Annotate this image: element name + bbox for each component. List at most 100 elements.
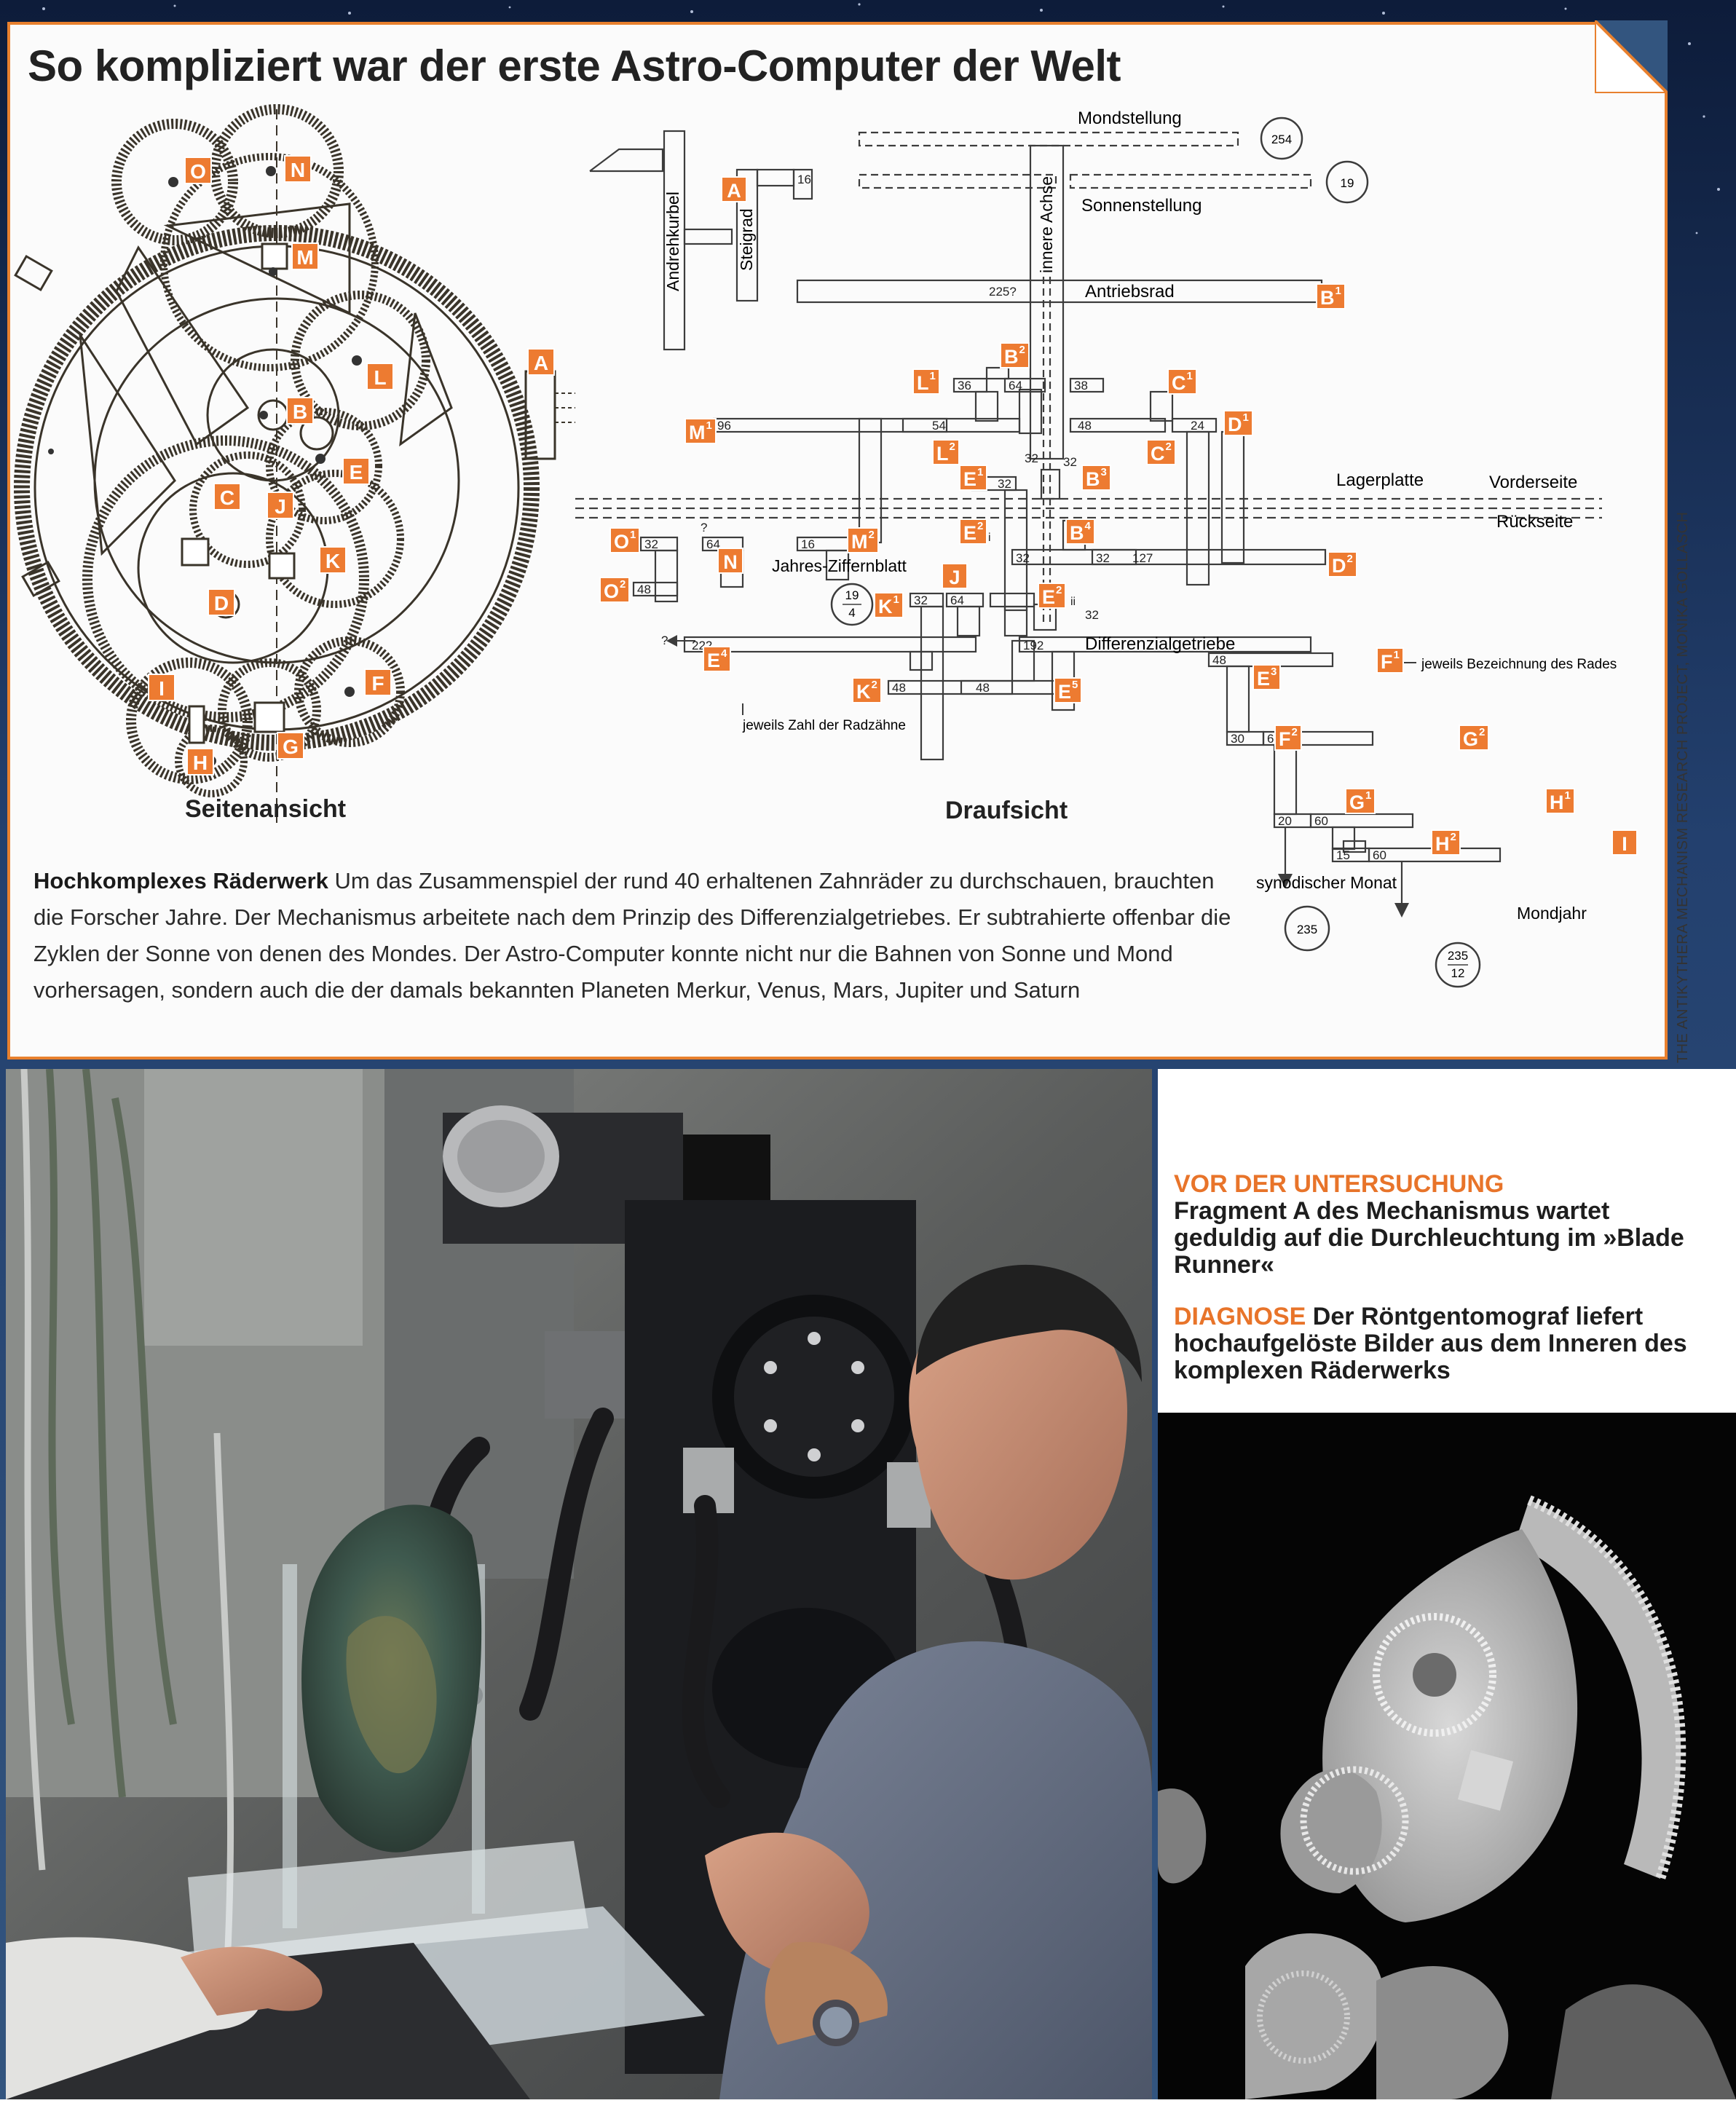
teeth-32-e2ii: 32 (1085, 608, 1099, 622)
side-view-label: Seitenansicht (185, 795, 347, 823)
gear-label-h: H (186, 748, 214, 776)
teeth-127: 127 (1132, 551, 1153, 565)
label-lagerplatte: Lagerplatte (1336, 470, 1424, 490)
gear-label-m2: M2 (847, 527, 879, 553)
diagram-caption: Hochkomplexes Räderwerk Um das Zusammens… (33, 863, 1235, 1009)
gear-label-b1: B1 (1316, 283, 1346, 309)
gear-label-m: M (291, 242, 319, 270)
dial-19: 19 (1341, 176, 1354, 190)
teeth-32-e2: 32 (1016, 551, 1030, 565)
teeth-48: 48 (1078, 419, 1092, 433)
gear-label-d: D (208, 588, 235, 616)
teeth-20: 20 (1278, 814, 1292, 828)
teeth-16: 16 (797, 173, 811, 186)
teeth-38: 38 (1074, 379, 1088, 392)
gear-label-o1: O1 (609, 527, 641, 553)
gear-label-i: I (148, 674, 175, 701)
gear-label-l2: L2 (932, 439, 960, 465)
label-sonnenstellung: Sonnenstellung (1081, 196, 1202, 216)
label-bezeichnung: jeweils Bezeichnung des Rades (1421, 657, 1617, 672)
teeth-48-f1: 48 (1212, 653, 1226, 667)
label-mondstellung: Mondstellung (1078, 108, 1182, 128)
gear-label-n-top: N (717, 548, 743, 574)
gear-label-o: O (184, 157, 212, 184)
teeth-32-e1: 32 (1025, 451, 1038, 465)
gear-label-e3: E3 (1252, 664, 1282, 690)
teeth-24: 24 (1191, 419, 1204, 433)
scientist-hair (916, 1264, 1142, 1382)
caption-lead: Hochkomplexes Räderwerk (33, 868, 328, 893)
gear-label-e2-ii-index: ii (1070, 596, 1076, 608)
label-andrehkurbel: Andrehkurbel (663, 192, 682, 291)
teeth-30: 30 (1231, 732, 1244, 746)
gear-label-h2: H2 (1431, 829, 1461, 856)
gear-label-d2: D2 (1327, 551, 1357, 577)
gear-label-l1: L1 (912, 368, 940, 395)
page-title: So kompliziert war der erste Astro-Compu… (28, 42, 1121, 90)
teeth-unknown-2: ? (661, 634, 668, 647)
gear-label-c: C (213, 483, 241, 510)
teeth-unknown: ? (701, 521, 707, 534)
teeth-48-k2: 48 (892, 681, 906, 695)
gear-label-c1: C1 (1167, 368, 1197, 395)
gear-label-k1: K1 (874, 592, 904, 618)
dial-254: 254 (1271, 133, 1292, 146)
gear-label-n: N (284, 155, 312, 183)
teeth-64: 64 (1009, 379, 1022, 392)
gear-label-d1: D1 (1223, 410, 1253, 436)
caption-diagnosis-heading: DIAGNOSE (1174, 1303, 1306, 1330)
gear-label-j-top: J (942, 563, 968, 589)
teeth-64-n: 64 (706, 537, 720, 551)
teeth-96: 96 (717, 419, 731, 433)
gear-label-m1: M1 (684, 418, 717, 444)
teeth-32-k1: 32 (914, 593, 928, 607)
teeth-32-b4: 32 (1096, 551, 1110, 565)
gear-label-g1: G1 (1345, 788, 1376, 814)
gear-label-e2-i: E2 (959, 518, 988, 545)
dial-235-over-12-den: 12 (1451, 966, 1465, 980)
image-credit: THE ANTIKYTHERA MECHANISM RESEARCH PROJE… (1675, 511, 1691, 1063)
gear-label-e1: E1 (959, 465, 988, 491)
label-rueckseite: Rückseite (1496, 512, 1573, 532)
teeth-60-h1: 60 (1314, 814, 1328, 828)
side-view-diagram (7, 102, 575, 823)
page-fold-corner (1595, 20, 1668, 93)
gear-label-a: A (527, 348, 555, 376)
dial-235: 235 (1297, 923, 1317, 936)
teeth-225: 225? (989, 285, 1017, 299)
teeth-32-b3: 32 (1063, 455, 1077, 469)
caption-before-examination: VOR DER UNTERSUCHUNG Fragment A des Mech… (1174, 1171, 1698, 1279)
label-jahres-ziffernblatt: Jahres-Ziffernblatt (772, 556, 907, 575)
gear-label-o2: O2 (599, 577, 631, 603)
scientist-hands (705, 1832, 869, 1973)
teeth-54: 54 (932, 419, 946, 433)
label-synodischer-monat: synodischer Monat (1256, 873, 1397, 892)
teeth-32-o1: 32 (644, 537, 658, 551)
teeth-15: 15 (1336, 848, 1350, 862)
photo-captions-column: VOR DER UNTERSUCHUNG Fragment A des Mech… (1158, 1069, 1736, 2099)
diagram-panel (7, 22, 1668, 1060)
gear-label-b3: B3 (1081, 465, 1111, 491)
caption-before-text: Fragment A des Mechanismus wartet geduld… (1174, 1197, 1684, 1279)
gear-label-f2: F2 (1274, 725, 1302, 751)
scanner-photo (6, 1069, 1152, 2099)
gear-label-h1: H1 (1545, 788, 1575, 814)
caption-before-heading: VOR DER UNTERSUCHUNG (1174, 1170, 1504, 1198)
gear-label-l: L (366, 363, 394, 390)
gear-label-b2: B2 (1000, 342, 1030, 368)
xray-tomography-image (1158, 1413, 1736, 2099)
teeth-64-j: 64 (950, 593, 964, 607)
teeth-192: 192 (1023, 639, 1043, 652)
scientist-face (909, 1287, 1127, 1580)
teeth-48-o2: 48 (637, 583, 651, 596)
top-view-label: Draufsicht (945, 797, 1068, 824)
gear-label-g2: G2 (1459, 725, 1490, 751)
teeth-32-l2: 32 (998, 477, 1011, 491)
label-vorderseite: Vorderseite (1489, 473, 1577, 492)
gear-label-e2-i-index: i (988, 532, 991, 544)
gear-label-k2: K2 (852, 677, 882, 703)
gear-label-i-top: I (1611, 829, 1638, 856)
gear-label-e: E (342, 457, 370, 485)
gear-label-j: J (267, 492, 294, 519)
